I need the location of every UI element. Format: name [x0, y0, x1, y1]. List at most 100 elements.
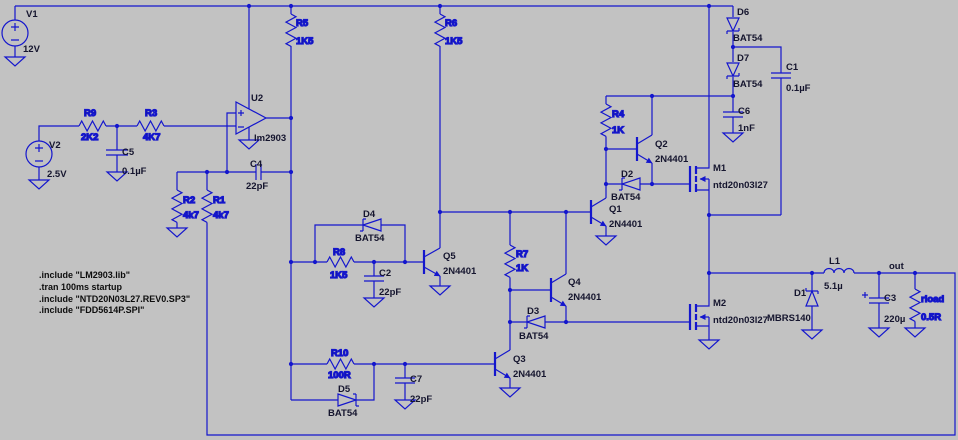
c1-value: 0.1µF: [786, 83, 811, 94]
ground-icon[interactable]: [698, 339, 720, 350]
r10-symbol[interactable]: [326, 358, 355, 370]
c1-symbol[interactable]: [771, 72, 791, 79]
r3-symbol[interactable]: [136, 120, 165, 132]
npn-q3[interactable]: Q3 2N4401: [493, 349, 547, 380]
v1-symbol[interactable]: [1, 19, 29, 47]
nmos-m1[interactable]: M1 ntd20n03l27: [688, 163, 768, 192]
diode-d7[interactable]: D7 BAT54: [726, 53, 763, 90]
diode-d2[interactable]: D2 BAT54: [611, 169, 641, 203]
resistor-r1[interactable]: R1 4k7: [201, 189, 229, 223]
c3-symbol[interactable]: [869, 297, 889, 304]
diode-d5[interactable]: D5 BAT54: [328, 384, 359, 419]
ground-icon[interactable]: [28, 179, 50, 190]
q2-emitter[interactable]: [636, 153, 653, 164]
diode-d1[interactable]: D1 MBRS140: [767, 288, 819, 324]
npn-q4[interactable]: Q4 2N4401: [549, 273, 602, 307]
ground-icon[interactable]: [166, 227, 188, 238]
spice-directives[interactable]: .include "LM2903.lib" .tran 100ms startu…: [39, 270, 190, 315]
d4-symbol[interactable]: [360, 218, 382, 232]
c4-symbol[interactable]: [255, 164, 262, 180]
r2-ref: R2: [183, 195, 195, 206]
ground-icon[interactable]: [499, 387, 521, 398]
resistor-rload[interactable]: rload 0.5R: [909, 288, 945, 324]
voltage-source-v1[interactable]: V1 12V: [1, 9, 41, 55]
ground-icon[interactable]: [801, 329, 823, 340]
rload-symbol[interactable]: [909, 288, 921, 322]
q3-collector[interactable]: [494, 349, 511, 360]
d6-symbol[interactable]: [726, 17, 740, 34]
v2-symbol[interactable]: [25, 140, 53, 168]
ground-icon[interactable]: [868, 327, 890, 338]
q5-emitter[interactable]: [423, 266, 441, 277]
r8-ref: R8: [333, 247, 345, 258]
ground-icon[interactable]: [595, 235, 617, 246]
d7-symbol[interactable]: [726, 62, 740, 79]
q2-collector[interactable]: [636, 134, 653, 145]
npn-q1[interactable]: Q1 2N4401: [589, 197, 643, 230]
ground-icon[interactable]: [4, 56, 26, 67]
r4-symbol[interactable]: [600, 103, 612, 137]
resistor-r9[interactable]: R9 2K2: [78, 107, 107, 144]
c7-symbol[interactable]: [395, 377, 415, 384]
capacitor-c5[interactable]: C5 0.1µF: [106, 147, 147, 177]
r8-symbol[interactable]: [326, 256, 355, 268]
d5-symbol[interactable]: [337, 393, 359, 407]
d3-symbol[interactable]: [524, 315, 546, 329]
c2-symbol[interactable]: [364, 275, 384, 282]
capacitor-c1[interactable]: C1 0.1µF: [771, 62, 811, 94]
d1-symbol[interactable]: [805, 288, 819, 307]
c6-symbol[interactable]: [723, 111, 743, 118]
resistor-r2[interactable]: R2 4k7: [171, 189, 199, 223]
resistor-r7[interactable]: R7 1K: [504, 244, 529, 278]
q4-collector[interactable]: [550, 273, 567, 284]
r5-symbol[interactable]: [285, 13, 297, 47]
q5-collector[interactable]: [423, 247, 441, 258]
q4-emitter[interactable]: [550, 296, 567, 307]
resistor-r4[interactable]: R4 1K: [600, 103, 625, 137]
ground-icon[interactable]: [429, 285, 451, 296]
q3-emitter[interactable]: [494, 368, 511, 379]
capacitor-c3[interactable]: C3 220µ: [862, 292, 905, 325]
npn-q5[interactable]: Q5 2N4401: [422, 247, 477, 277]
diode-d3[interactable]: D3 BAT54: [519, 306, 549, 342]
c5-symbol[interactable]: [106, 149, 128, 156]
capacitor-c6[interactable]: C6 1nF: [723, 106, 755, 134]
inductor-l1[interactable]: L1 5.1µ: [823, 256, 855, 292]
diode-d4[interactable]: D4 BAT54: [355, 209, 385, 244]
resistor-r6[interactable]: R6 1K5: [434, 13, 464, 48]
capacitor-c4[interactable]: C4 22pF: [246, 159, 268, 192]
ground-icon[interactable]: [722, 132, 744, 143]
ground-icon[interactable]: [904, 327, 926, 338]
capacitor-c2[interactable]: C2 22pF: [364, 268, 401, 298]
u2-ref: U2: [251, 93, 263, 104]
u2-symbol[interactable]: [235, 101, 268, 135]
diode-d6[interactable]: D6 BAT54: [726, 7, 763, 44]
opamp-u2[interactable]: U2 lm2903: [235, 93, 286, 144]
capacitor-c7[interactable]: C7 22pF: [395, 374, 432, 405]
ground-icon[interactable]: [363, 297, 385, 308]
q1-collector[interactable]: [590, 197, 607, 208]
r7-symbol[interactable]: [504, 244, 516, 278]
q1-emitter[interactable]: [590, 216, 607, 227]
l1-symbol[interactable]: [823, 267, 855, 274]
r1-symbol[interactable]: [201, 189, 213, 223]
resistor-r3[interactable]: R3 4K7: [136, 107, 165, 144]
r2-symbol[interactable]: [171, 189, 183, 223]
q5-value: 2N4401: [443, 266, 477, 277]
npn-q2[interactable]: Q2 2N4401: [635, 134, 689, 165]
resistor-r10[interactable]: R10 100R: [326, 347, 355, 382]
resistor-r8[interactable]: R8 1K5: [326, 246, 355, 282]
u2-value: lm2903: [254, 133, 286, 144]
r6-symbol[interactable]: [434, 13, 446, 47]
ground-symbols[interactable]: [4, 56, 926, 410]
wire-net[interactable]: [14, 5, 956, 436]
c2-ref: C2: [379, 268, 391, 279]
r9-symbol[interactable]: [78, 120, 107, 132]
voltage-source-v2[interactable]: V2 2.5V: [25, 140, 67, 180]
resistor-r5[interactable]: R5 1K5: [285, 13, 315, 48]
d2-symbol[interactable]: [619, 177, 641, 191]
nmos-m2[interactable]: M2 ntd20n03l27: [688, 298, 768, 330]
r6-value: 1K5: [445, 36, 463, 47]
